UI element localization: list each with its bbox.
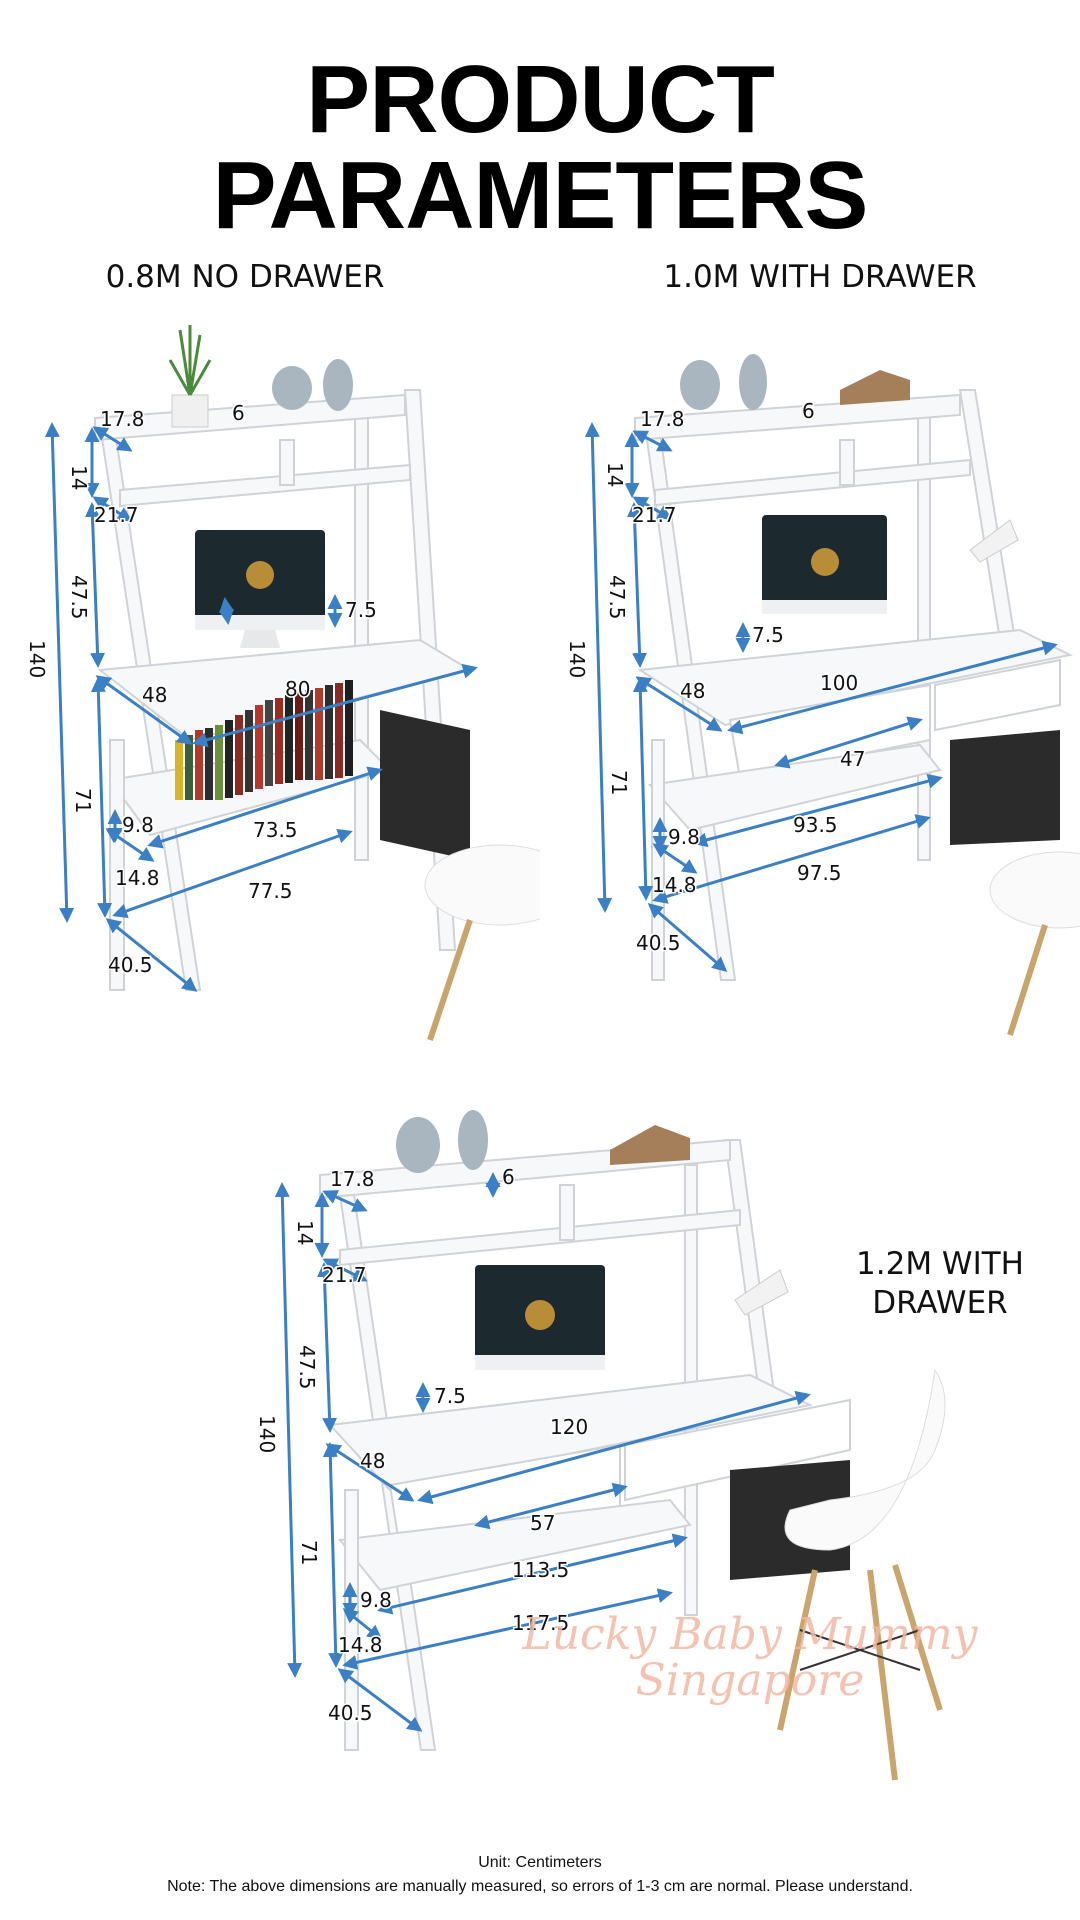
dim-desk-width: 80 <box>285 677 310 701</box>
dimension-labels: 17.8 6 14 21.7 47.5 140 7.5 48 120 57 71… <box>254 1164 590 1727</box>
dimension-lines <box>44 422 478 992</box>
dim-base-depth: 40.5 <box>328 1701 373 1725</box>
dim-lower-shelf-depth: 14.8 <box>115 866 160 890</box>
variant-label-1-2m: 1.2M WITH DRAWER <box>856 1246 1024 1321</box>
dim-hutch-height: 47.5 <box>605 575 629 620</box>
unit-label: Unit: Centimeters <box>478 1854 602 1871</box>
dim-mid-depth: 21.7 <box>632 503 677 527</box>
dim-lower-shelf-depth: 14.8 <box>652 873 697 897</box>
dim-monitor-riser: 7.5 <box>345 598 377 622</box>
dim-desk-height: 71 <box>297 1540 321 1565</box>
dim-desk-height: 71 <box>607 770 631 795</box>
dim-total-height: 140 <box>25 640 49 678</box>
dim-desk-width: 100 <box>820 671 858 695</box>
dim-lower-shelf-width: 93.5 <box>793 813 838 837</box>
dim-top-lip: 6 <box>502 1165 515 1189</box>
dim-desk-depth: 48 <box>360 1449 385 1473</box>
dim-lower-shelf-depth: 14.8 <box>338 1633 383 1657</box>
bear-figure-icon <box>610 1125 690 1165</box>
monitor-icon <box>195 530 325 648</box>
dim-desk-depth: 48 <box>142 683 167 707</box>
dimension-lines <box>584 422 1058 972</box>
page-title: PRODUCT PARAMETERS <box>212 46 869 249</box>
dim-lower-gap: 9.8 <box>668 825 700 849</box>
dim-desk-height: 71 <box>71 788 95 813</box>
dimension-labels: 17.8 6 14 21.7 47.5 140 7.5 48 80 71 9.8… <box>24 400 379 979</box>
dim-monitor-riser: 7.5 <box>752 623 784 647</box>
desk-diagram-0-8m: 17.8 6 14 21.7 47.5 140 7.5 48 80 71 9.8… <box>24 325 540 1041</box>
dim-drawer-width: 57 <box>530 1511 555 1535</box>
dim-base-width: 77.5 <box>248 879 293 903</box>
dim-hutch-height: 47.5 <box>295 1345 319 1390</box>
dim-hutch-height: 47.5 <box>67 575 91 620</box>
dim-shelf-gap: 14 <box>293 1220 317 1245</box>
chair-icon <box>777 1368 946 1781</box>
plant-icon <box>168 325 212 428</box>
monitor-icon <box>762 515 887 614</box>
dim-monitor-riser: 7.5 <box>434 1384 466 1408</box>
dim-mid-depth: 21.7 <box>94 503 139 527</box>
variant-label-1-0m: 1.0M WITH DRAWER <box>663 259 977 295</box>
watermark-line-1: Lucky Baby Mummy <box>522 1609 978 1660</box>
dim-base-width: 97.5 <box>797 861 842 885</box>
dim-base-depth: 40.5 <box>108 953 153 977</box>
lamp-icon <box>734 1269 789 1316</box>
dim-mid-depth: 21.7 <box>322 1263 367 1287</box>
dim-top-depth: 17.8 <box>640 407 685 431</box>
dim-lower-gap: 9.8 <box>360 1588 392 1612</box>
dim-drawer-width: 47 <box>840 747 865 771</box>
dim-shelf-gap: 14 <box>67 465 91 490</box>
watermark: Lucky Baby Mummy Singapore <box>480 1609 1020 1707</box>
dim-total-height: 140 <box>565 640 589 678</box>
dim-desk-width: 120 <box>550 1415 588 1439</box>
dim-total-height: 140 <box>255 1415 279 1453</box>
chair-icon <box>989 851 1080 1036</box>
dim-lower-gap: 9.8 <box>122 813 154 837</box>
vase-icon <box>272 359 353 411</box>
variant-label-0-8m: 0.8M NO DRAWER <box>105 259 385 295</box>
dim-shelf-gap: 14 <box>603 462 627 487</box>
desk-diagram-1-2m: 17.8 6 14 21.7 47.5 140 7.5 48 120 57 71… <box>254 1110 946 1781</box>
dim-lower-shelf-width: 73.5 <box>253 818 298 842</box>
measurement-note: Note: The above dimensions are manually … <box>167 1878 913 1895</box>
pc-case-icon <box>380 710 470 860</box>
dimension-labels: 17.8 6 14 21.7 47.5 140 7.5 48 100 47 71… <box>564 398 867 957</box>
dim-top-depth: 17.8 <box>330 1167 375 1191</box>
vase-icon <box>680 354 767 410</box>
dim-base-width: 117.5 <box>512 1611 569 1635</box>
chair-icon <box>424 844 540 1041</box>
dim-top-lip: 6 <box>232 401 245 425</box>
dim-lower-shelf-width: 113.5 <box>512 1558 569 1582</box>
dim-top-depth: 17.8 <box>100 407 145 431</box>
pc-case-icon <box>950 730 1060 845</box>
dimension-lines <box>274 1172 811 1732</box>
monitor-icon <box>475 1265 605 1370</box>
dim-top-lip: 6 <box>802 399 815 423</box>
vase-icon <box>396 1110 488 1173</box>
watermark-line-2: Singapore <box>635 1655 865 1707</box>
dim-base-depth: 40.5 <box>636 931 681 955</box>
dim-desk-depth: 48 <box>680 679 705 703</box>
lamp-icon <box>969 519 1019 563</box>
bear-figure-icon <box>840 370 910 405</box>
desk-diagram-1-0m: 17.8 6 14 21.7 47.5 140 7.5 48 100 47 71… <box>564 354 1080 1036</box>
